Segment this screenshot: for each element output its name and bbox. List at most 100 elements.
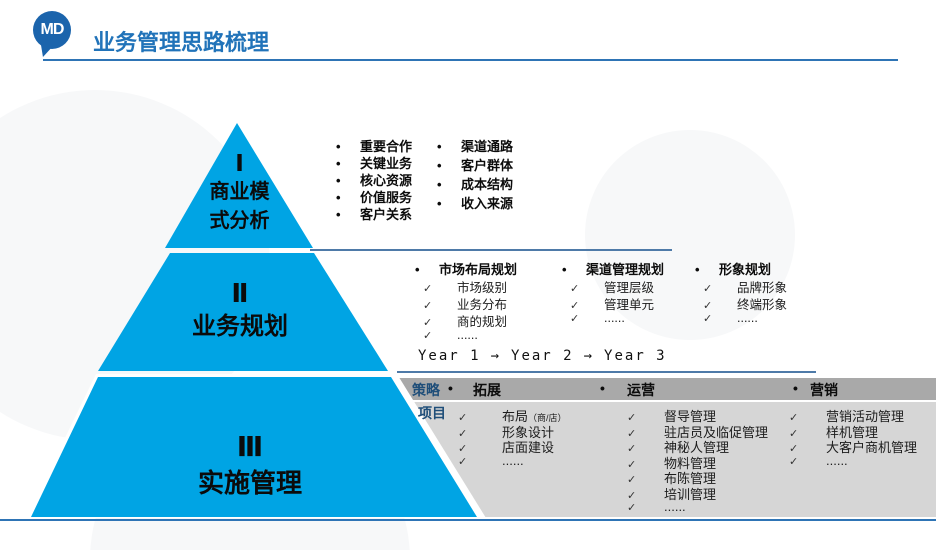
list-item: ✓...... <box>620 499 768 515</box>
bullet-icon: • <box>562 262 567 277</box>
list-item: ✓样机管理 <box>782 422 917 440</box>
bottom-divider <box>0 519 936 521</box>
group-title: •形象规划 <box>695 262 772 277</box>
list-item: ✓培训管理 <box>620 484 768 502</box>
logo-tail-icon <box>41 45 54 57</box>
check-icon: ✓ <box>458 443 468 455</box>
check-icon: ✓ <box>789 443 799 455</box>
planning-group-image: •形象规划 ✓品牌形象 ✓终端形象 ✓...... <box>695 259 787 328</box>
check-icon: ✓ <box>627 474 637 486</box>
list-item: ✓...... <box>695 311 787 328</box>
check-icon: ✓ <box>570 313 580 325</box>
list-item: •重要合作 <box>336 139 413 154</box>
level3-numeral: Ⅲ <box>236 431 264 462</box>
list-item: ✓品牌形象 <box>695 277 787 295</box>
divider-level1-level2 <box>310 249 672 251</box>
list-item: ✓形象设计 <box>450 422 567 440</box>
check-icon: ✓ <box>627 489 637 502</box>
check-icon: ✓ <box>789 427 799 440</box>
header-divider <box>43 59 898 61</box>
group-title: •渠道管理规划 <box>562 262 665 277</box>
check-icon: ✓ <box>423 283 433 295</box>
bullet-icon: • <box>336 173 341 188</box>
decorative-circle <box>585 130 795 340</box>
bullet-icon: • <box>437 177 442 192</box>
check-icon: ✓ <box>627 502 637 514</box>
planning-group-market: •市场布局规划 ✓市场级别 ✓业务分布 ✓商的规划 ✓...... <box>415 259 517 345</box>
list-item: •价值服务 <box>336 190 413 205</box>
timeline: Year 1 → Year 2 → Year 3 <box>418 348 667 364</box>
check-icon: ✓ <box>458 455 468 468</box>
list-item: ✓业务分布 <box>415 294 517 312</box>
list-item: ✓布陈管理 <box>620 468 768 486</box>
list-item: •成本结构 <box>437 177 514 192</box>
check-icon: ✓ <box>570 300 580 312</box>
check-icon: ✓ <box>570 283 580 295</box>
bullet-icon: • <box>600 380 605 396</box>
strategy-operations-header: 运营 <box>627 382 655 398</box>
check-icon: ✓ <box>789 412 799 424</box>
business-model-list-col1: •重要合作 •关键业务 •核心资源 •价值服务 •客户关系 <box>336 136 413 222</box>
bullet-icon: • <box>336 139 341 154</box>
project-col-expand: ✓布局（商/店） ✓形象设计 ✓店面建设 ✓...... <box>450 406 567 468</box>
list-item: ✓营销活动管理 <box>782 406 917 424</box>
list-item: •客户关系 <box>336 207 413 222</box>
check-icon: ✓ <box>423 330 433 342</box>
strategy-expand-header: 拓展 <box>473 382 501 398</box>
check-icon: ✓ <box>627 412 637 424</box>
bullet-icon: • <box>415 262 420 277</box>
list-item: ✓神秘人管理 <box>620 437 768 455</box>
check-icon: ✓ <box>703 313 713 325</box>
bullet-icon: • <box>695 262 700 277</box>
check-icon: ✓ <box>703 283 713 295</box>
timeline-year3: Year 3 <box>604 348 667 364</box>
list-item: •关键业务 <box>336 156 413 171</box>
level2-numeral: Ⅱ <box>231 278 249 308</box>
timeline-year1: Year 1 <box>418 348 481 364</box>
bullet-icon: • <box>437 196 442 211</box>
check-icon: ✓ <box>458 412 468 424</box>
strategy-marketing-header: 营销 <box>810 382 838 398</box>
check-icon: ✓ <box>627 458 637 471</box>
list-item: ✓布局（商/店） <box>450 406 567 424</box>
level3-label: Ⅲ 实施管理 <box>125 428 375 502</box>
brand-logo: MD <box>33 11 71 49</box>
list-item: ✓大客户商机管理 <box>782 437 917 455</box>
list-item: •渠道通路 <box>437 139 514 154</box>
strategy-row-label: 策略 <box>412 382 440 398</box>
group-title: •市场布局规划 <box>415 262 518 277</box>
list-item: •核心资源 <box>336 173 413 188</box>
project-col-operations: ✓督导管理 ✓驻店员及临促管理 ✓神秘人管理 ✓物料管理 ✓布陈管理 ✓培训管理… <box>620 406 768 515</box>
timeline-year2: Year 2 <box>511 348 574 364</box>
list-item: •客户群体 <box>437 158 514 173</box>
list-item: ✓终端形象 <box>695 294 787 312</box>
list-item: ✓...... <box>782 453 917 469</box>
arrow-icon: → <box>583 348 595 364</box>
divider-timeline <box>397 371 816 373</box>
bullet-icon: • <box>336 156 341 171</box>
project-col-marketing: ✓营销活动管理 ✓样机管理 ✓大客户商机管理 ✓...... <box>782 406 917 468</box>
list-item: ✓督导管理 <box>620 406 768 424</box>
list-item: ✓管理单元 <box>562 294 664 312</box>
bullet-icon: • <box>448 380 453 396</box>
list-item: ✓商的规划 <box>415 311 517 329</box>
logo-text: MD <box>40 21 65 38</box>
bullet-icon: • <box>437 158 442 173</box>
list-item: ✓...... <box>450 453 567 469</box>
page-title: 业务管理思路梳理 <box>93 30 270 55</box>
level2-label: Ⅱ 业务规划 <box>120 276 360 344</box>
business-model-list-col2: •渠道通路 •客户群体 •成本结构 •收入来源 <box>437 136 513 212</box>
check-icon: ✓ <box>703 300 713 312</box>
bullet-icon: • <box>437 139 442 154</box>
planning-group-channel: •渠道管理规划 ✓管理层级 ✓管理单元 ✓...... <box>562 259 664 328</box>
strategy-row-background <box>396 378 936 400</box>
list-item: ✓店面建设 <box>450 437 567 455</box>
check-icon: ✓ <box>627 443 637 455</box>
check-icon: ✓ <box>458 427 468 440</box>
arrow-icon: → <box>490 348 502 364</box>
list-item: ✓...... <box>562 311 664 328</box>
level1-label: Ⅰ 商业模 式分析 <box>162 149 317 236</box>
list-item: ✓管理层级 <box>562 277 664 295</box>
